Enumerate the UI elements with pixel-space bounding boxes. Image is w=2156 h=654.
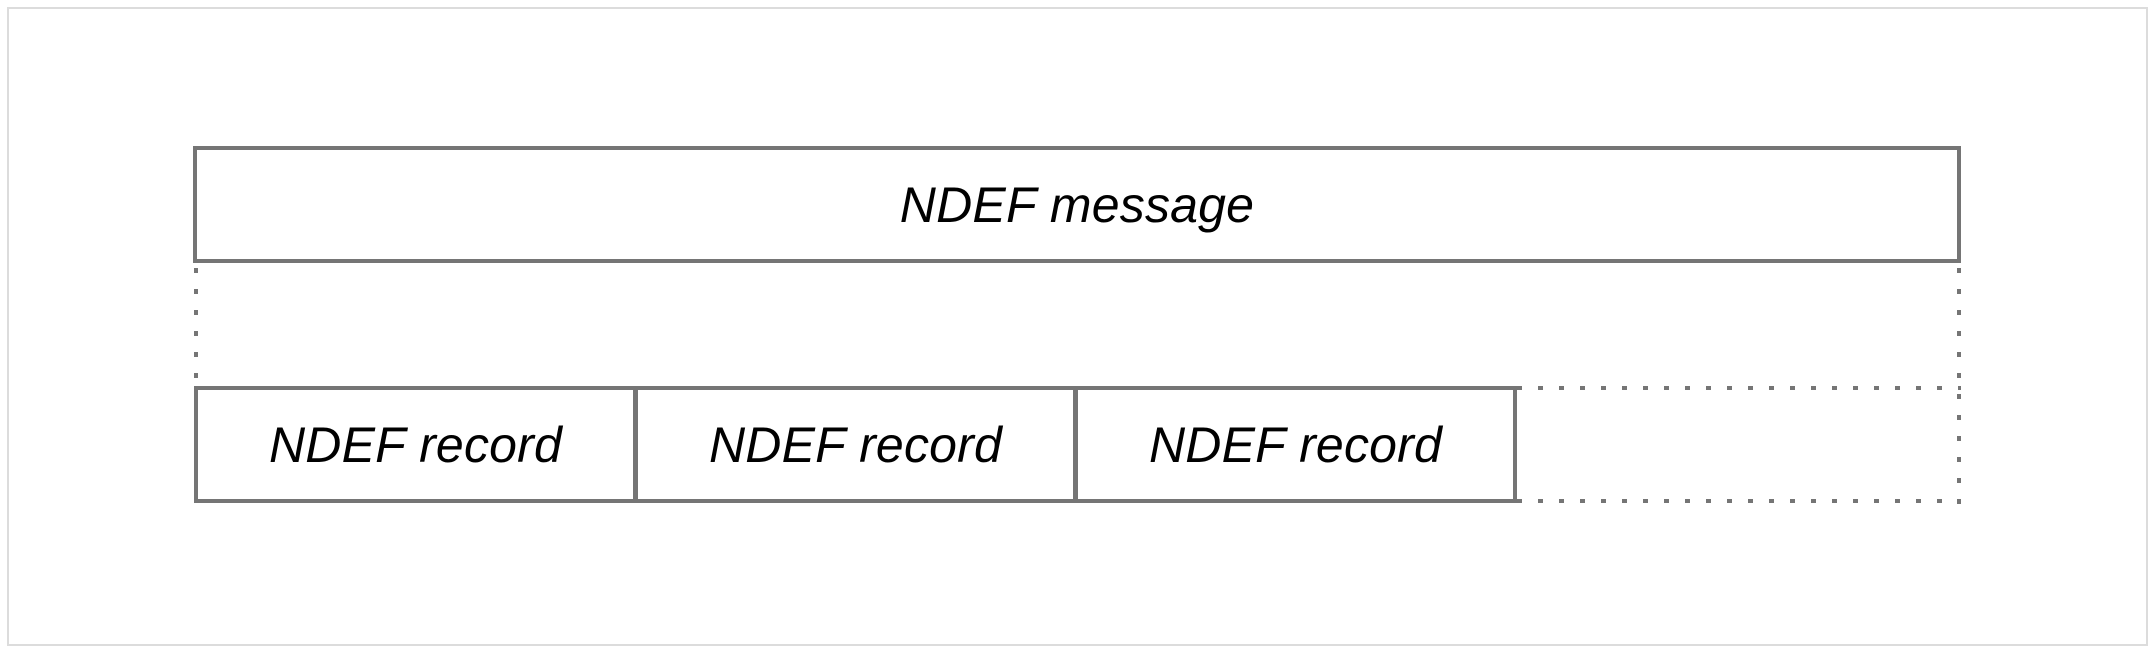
figure-frame (7, 7, 2148, 646)
ndef-record-box-1: NDEF record (194, 386, 637, 503)
ndef-record-label-2: NDEF record (708, 416, 1003, 473)
ndef-message-label: NDEF message (899, 176, 1255, 233)
dotted-left-connector (194, 268, 198, 386)
ndef-record-label-3: NDEF record (1148, 416, 1443, 473)
ndef-record-label-1: NDEF record (268, 416, 563, 473)
ndef-record-box-2: NDEF record (634, 386, 1077, 503)
ndef-message-box: NDEF message (193, 146, 1961, 263)
ndef-record-box-3: NDEF record (1074, 386, 1517, 503)
dotted-continuation-bottom-edge (1517, 499, 1961, 503)
dotted-continuation-top-edge (1517, 386, 1961, 390)
